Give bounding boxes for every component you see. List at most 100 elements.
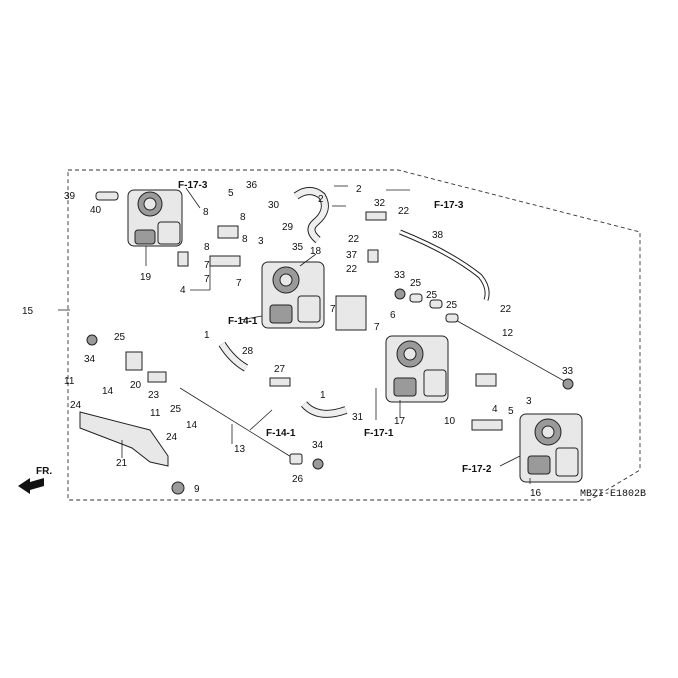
callout-26: 26: [292, 474, 304, 485]
callout-19: 19: [140, 272, 152, 283]
collar-26: [289, 453, 303, 465]
callout-25e: 25: [170, 404, 182, 415]
carburetor-body-2: [261, 261, 325, 329]
callout-5: 5: [228, 188, 234, 199]
bracket-21: [79, 411, 169, 467]
cap-33b: [562, 378, 574, 390]
callout-1b: 1: [320, 390, 326, 401]
callout-39: 39: [64, 191, 76, 202]
callout-34b: 34: [312, 440, 324, 451]
callout-14b: 14: [186, 420, 198, 431]
callout-3a: 3: [258, 236, 264, 247]
callout-30: 30: [268, 200, 280, 211]
fuel-hose-38: [399, 229, 490, 301]
callout-2a: 2: [356, 184, 362, 195]
callout-numbers: 39 40 5 36 30 2 2 32 22 8 8 3 29 38 22 3…: [22, 180, 574, 499]
front-direction-arrow: FR.: [18, 466, 52, 494]
callout-35: 35: [292, 242, 304, 253]
joint-4a: [209, 255, 241, 267]
callout-14a: 14: [102, 386, 114, 397]
callout-20: 20: [130, 380, 142, 391]
callout-40: 40: [90, 205, 102, 216]
callout-8b: 8: [240, 212, 246, 223]
joint-5a: [217, 225, 239, 239]
callout-7b: 7: [204, 274, 210, 285]
joint-pipe-25a: [409, 293, 423, 303]
callout-8d: 8: [242, 234, 248, 245]
callout-18: 18: [310, 246, 322, 257]
callout-24b: 24: [166, 432, 178, 443]
callout-38: 38: [432, 230, 444, 241]
callout-5b: 5: [508, 406, 514, 417]
assembly-frame: [67, 169, 641, 501]
callout-3b: 3: [526, 396, 532, 407]
callout-4b: 4: [492, 404, 498, 415]
carburetor-body-4: [519, 413, 583, 483]
callout-22d: 22: [500, 304, 512, 315]
callout-7e: 7: [374, 322, 380, 333]
spring-19: [177, 251, 189, 267]
joint-32: [365, 211, 387, 221]
callout-34a: 34: [84, 354, 96, 365]
callout-7d: 7: [330, 304, 336, 315]
callout-15: 15: [22, 306, 34, 317]
carburetor-body-3: [385, 335, 449, 403]
callout-33b: 33: [562, 366, 574, 377]
callout-25b: 25: [426, 290, 438, 301]
callout-27: 27: [274, 364, 286, 375]
ref-f14-1-bottom: F-14-1: [266, 428, 296, 439]
callout-6: 6: [390, 310, 396, 321]
callout-22b: 22: [348, 234, 360, 245]
throttle-shaft-12: [451, 317, 567, 383]
callout-8c: 8: [204, 242, 210, 253]
callout-25c: 25: [446, 300, 458, 311]
callout-21: 21: [116, 458, 128, 469]
collar-17-fitting: [335, 295, 367, 331]
joint-pipe-25b: [429, 299, 443, 309]
callout-2b: 2: [318, 194, 324, 205]
callout-11a: 11: [64, 376, 75, 387]
carburetor-body-1: [127, 189, 183, 247]
joint-37: [367, 249, 379, 263]
callout-13: 13: [234, 444, 246, 455]
joint-23: [147, 371, 167, 383]
callout-4a: 4: [180, 285, 186, 296]
screw-9: [171, 481, 185, 495]
callout-25d: 25: [114, 332, 126, 343]
cap-33a: [394, 288, 406, 300]
joint-20: [125, 351, 143, 371]
callout-32: 32: [374, 198, 386, 209]
joint-pipe-25c: [445, 313, 459, 323]
callout-7a: 7: [204, 260, 210, 271]
joint-4b: [471, 419, 503, 431]
ref-f17-2: F-17-2: [462, 464, 492, 475]
callout-37: 37: [346, 250, 358, 261]
ref-f17-3-top: F-17-3: [178, 180, 208, 191]
callout-1a: 1: [204, 330, 210, 341]
callout-8a: 8: [203, 207, 209, 218]
callout-17: 17: [394, 416, 406, 427]
callout-10: 10: [444, 416, 456, 427]
ref-f17-3-right: F-17-3: [434, 200, 464, 211]
callout-36: 36: [246, 180, 258, 191]
ref-f14-1-left: F-14-1: [228, 316, 258, 327]
front-direction-label: FR.: [36, 466, 52, 477]
callout-9: 9: [194, 484, 200, 495]
callout-22c: 22: [346, 264, 358, 275]
callout-23: 23: [148, 390, 160, 401]
joint-5b: [475, 373, 497, 387]
diagram-code: MBZI-E1802B: [580, 489, 646, 500]
callout-25a: 25: [410, 278, 422, 289]
callout-24a: 24: [70, 400, 82, 411]
joint-pipe-39: [95, 191, 119, 201]
throttle-shaft-13: [179, 387, 297, 461]
callout-16: 16: [530, 488, 542, 499]
callout-33a: 33: [394, 270, 406, 281]
callout-11b: 11: [150, 408, 161, 419]
callout-29: 29: [282, 222, 294, 233]
cap-34b: [312, 458, 324, 470]
callout-12: 12: [502, 328, 514, 339]
cap-34a: [86, 334, 98, 346]
ref-f17-1: F-17-1: [364, 428, 394, 439]
